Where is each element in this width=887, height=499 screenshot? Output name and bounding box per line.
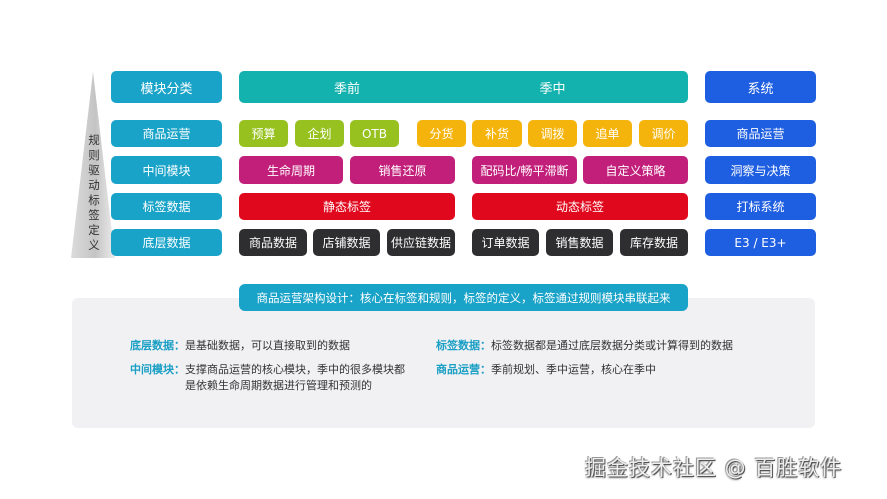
notes-panel (72, 298, 815, 428)
architecture-banner: 商品运营架构设计：核心在标签和规则，标签的定义，标签通过规则模块串联起来 (239, 284, 688, 311)
op-otb: OTB (350, 120, 399, 147)
base-product-data: 商品数据 (239, 229, 307, 256)
category-row-base: 底层数据 (111, 229, 222, 256)
tag-static: 静态标签 (239, 193, 455, 220)
base-supply-chain-data: 供应链数据 (387, 229, 455, 256)
category-row-tags: 标签数据 (111, 193, 222, 220)
note-value: 季前规划、季中运营，核心在季中 (491, 363, 656, 376)
base-sales-data: 销售数据 (546, 229, 613, 256)
tag-dynamic: 动态标签 (472, 193, 688, 220)
note-value: 是基础数据，可以直接取到的数据 (185, 339, 350, 352)
note-value: 支撑商品运营的核心模块，季中的很多模块都 (185, 363, 405, 376)
category-row-operations: 商品运营 (111, 120, 222, 147)
category-header: 模块分类 (111, 71, 222, 103)
op-replenish: 补货 (472, 120, 522, 147)
note-key: 底层数据： (130, 339, 185, 352)
op-reorder: 追单 (583, 120, 632, 147)
side-label: 规则驱动标签定义 (88, 133, 100, 252)
note-key: 商品运营： (436, 363, 491, 376)
module-lifecycle: 生命周期 (239, 156, 343, 184)
module-size-ratio: 配码比/畅平滞断 (472, 156, 577, 184)
op-planning: 企划 (295, 120, 344, 147)
module-sales-restore: 销售还原 (350, 156, 455, 184)
note-tag-data: 标签数据：标签数据都是通过底层数据分类或计算得到的数据 (436, 338, 733, 354)
note-key: 中间模块： (130, 363, 185, 376)
note-value: 标签数据都是通过底层数据分类或计算得到的数据 (491, 339, 733, 352)
system-insight-decision: 洞察与决策 (705, 156, 816, 184)
op-pricing: 调价 (639, 120, 688, 147)
season-in-header: 季中 (417, 71, 688, 103)
op-allocation: 分货 (417, 120, 466, 147)
system-tagging: 打标系统 (705, 193, 816, 220)
system-product-ops: 商品运营 (705, 120, 816, 147)
module-custom-strategy: 自定义策略 (583, 156, 688, 184)
note-product-ops: 商品运营：季前规划、季中运营，核心在季中 (436, 362, 656, 378)
base-inventory-data: 库存数据 (620, 229, 688, 256)
op-transfer: 调拨 (528, 120, 577, 147)
note-key: 标签数据： (436, 339, 491, 352)
category-row-middle: 中间模块 (111, 156, 222, 184)
watermark: 掘金技术社区 @ 百胜软件 (585, 456, 843, 480)
note-value-line2: 是依赖生命周期数据进行管理和预测的 (185, 379, 372, 392)
system-header: 系统 (705, 71, 816, 103)
base-order-data: 订单数据 (472, 229, 539, 256)
rule-driven-triangle-icon (71, 72, 115, 258)
note-middle-module: 中间模块：支撑商品运营的核心模块，季中的很多模块都是依赖生命周期数据进行管理和预… (130, 362, 405, 394)
base-store-data: 店铺数据 (313, 229, 380, 256)
note-base-data: 底层数据：是基础数据，可以直接取到的数据 (130, 338, 350, 354)
op-budget: 预算 (239, 120, 288, 147)
system-e3: E3 / E3+ (705, 229, 816, 256)
